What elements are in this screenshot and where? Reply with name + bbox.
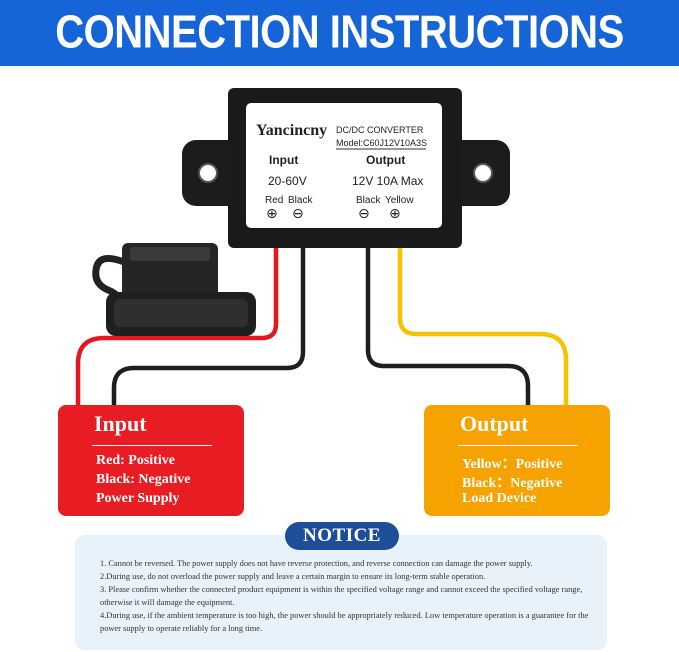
negative-terminal-icon: ⊖ xyxy=(292,206,304,222)
output-box-line: Yellow：Positive xyxy=(462,457,563,472)
input-box: Input Red: Positive Black: Negative Powe… xyxy=(58,405,244,516)
output-box-line: Black：Negative xyxy=(462,476,563,491)
wire-label-red: Red xyxy=(265,195,284,206)
negative-terminal-icon: ⊖ xyxy=(358,206,370,222)
module-output-rating: 12V 10A Max xyxy=(352,174,424,188)
output-box: Output Yellow：Positive Black：Negative Lo… xyxy=(424,405,610,516)
wire-label-black-output: Black xyxy=(356,195,381,206)
notice-panel xyxy=(75,535,607,650)
wire-label-yellow: Yellow xyxy=(385,195,414,206)
red-input-wire xyxy=(75,243,279,408)
positive-terminal-icon: ⊕ xyxy=(266,206,278,222)
page-title: CONNECTION INSTRUCTIONS xyxy=(55,7,624,58)
title-banner: CONNECTION INSTRUCTIONS xyxy=(0,0,679,66)
input-box-title: Input xyxy=(94,411,147,436)
converter-label-block: DC/DC CONVERTER Model:C60J12V10A3S xyxy=(336,124,427,150)
notice-title: NOTICE xyxy=(285,522,399,550)
positive-terminal-icon: ⊕ xyxy=(389,206,401,222)
input-box-line: Black: Negative xyxy=(96,472,191,487)
input-box-divider xyxy=(92,445,212,446)
converter-label: DC/DC CONVERTER xyxy=(336,125,424,135)
input-box-line: Red: Positive xyxy=(96,453,175,468)
notice-list: 1. Cannot be reversed. The power supply … xyxy=(100,557,595,635)
brand-name: Yancincny xyxy=(256,122,328,139)
wire-label-black-input: Black xyxy=(288,195,313,206)
notice-item: 4.During use, if the ambient temperature… xyxy=(100,611,589,633)
notice-item: 3. Please confirm whether the connected … xyxy=(100,585,583,607)
model-number: Model:C60J12V10A3S xyxy=(336,138,428,148)
module-input-header: Input xyxy=(269,153,299,167)
module-output-header: Output xyxy=(366,153,406,167)
fuse-holder xyxy=(92,243,256,336)
notice-item: 1. Cannot be reversed. The power supply … xyxy=(100,559,533,568)
notice-item: 2.During use, do not overload the power … xyxy=(100,572,486,581)
mounting-flange-left xyxy=(182,140,242,206)
input-box-line: Power Supply xyxy=(96,491,180,506)
output-box-divider xyxy=(458,445,578,446)
output-box-line: Load Device xyxy=(462,491,537,506)
black-output-wire xyxy=(365,243,531,408)
yellow-output-wire xyxy=(397,243,569,408)
converter-module xyxy=(228,88,462,248)
black-input-wire xyxy=(111,243,306,408)
module-input-voltage: 20-60V xyxy=(268,174,307,188)
output-box-title: Output xyxy=(460,411,529,436)
